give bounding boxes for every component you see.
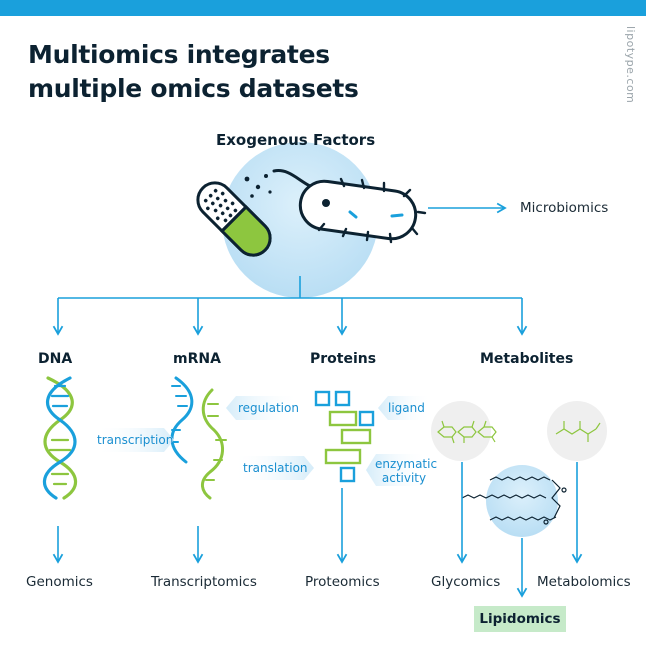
mrna-header: mRNA: [173, 351, 221, 367]
metabolites-header: Metabolites: [480, 351, 574, 367]
proteomics-label: Proteomics: [305, 574, 380, 590]
title-line-1: Multiomics integrates: [28, 40, 330, 69]
glycan-structure-icon: [437, 420, 497, 444]
protein-blocks-icon: [314, 390, 375, 483]
translation-arrow: [232, 456, 314, 480]
ligand-label: ligand: [388, 401, 425, 415]
regulation-arrow: [226, 396, 300, 420]
enzymatic-line-2: activity: [381, 471, 427, 485]
dna-header: DNA: [38, 351, 73, 367]
lipid-circle: [486, 465, 558, 537]
amino-acid-structure-icon: [555, 421, 601, 442]
bacterium-icon: [272, 169, 427, 244]
exogenous-circle: [222, 142, 378, 298]
top-accent-bar: [0, 0, 646, 16]
lipidomics-label: Lipidomics: [474, 606, 566, 632]
lipid-structure-icon: [461, 476, 567, 525]
glycan-circle: [431, 401, 491, 461]
metabolomics-label: Metabolomics: [537, 574, 631, 590]
regulation-label: regulation: [238, 401, 299, 415]
dna-helix-icon: [42, 376, 78, 500]
translation-label: translation: [243, 461, 308, 475]
glycomics-label: Glycomics: [431, 574, 501, 590]
ligand-arrow: [378, 396, 432, 420]
distribution-tree: [52, 276, 528, 336]
enzymatic-activity-label: enzymatic activity: [375, 457, 438, 485]
microbiomics-label: Microbiomics: [520, 200, 609, 216]
transcription-arrow: [95, 428, 174, 452]
mrna-strands-icon: [169, 376, 227, 500]
exogenous-factors-label: Exogenous Factors: [216, 131, 376, 149]
page-title: Multiomics integrates multiple omics dat…: [28, 38, 359, 106]
enzymatic-activity-arrow: [366, 454, 428, 486]
transcription-label: transcription: [97, 433, 174, 447]
transcriptomics-label: Transcriptomics: [151, 574, 257, 590]
particles-icon: [244, 174, 272, 198]
enzymatic-line-1: enzymatic: [375, 457, 438, 471]
proteins-header: Proteins: [310, 351, 377, 367]
title-line-2: multiple omics datasets: [28, 74, 359, 103]
brand-watermark: lipotype.com: [624, 26, 637, 104]
output-arrows: [52, 462, 583, 598]
genomics-label: Genomics: [26, 574, 93, 590]
